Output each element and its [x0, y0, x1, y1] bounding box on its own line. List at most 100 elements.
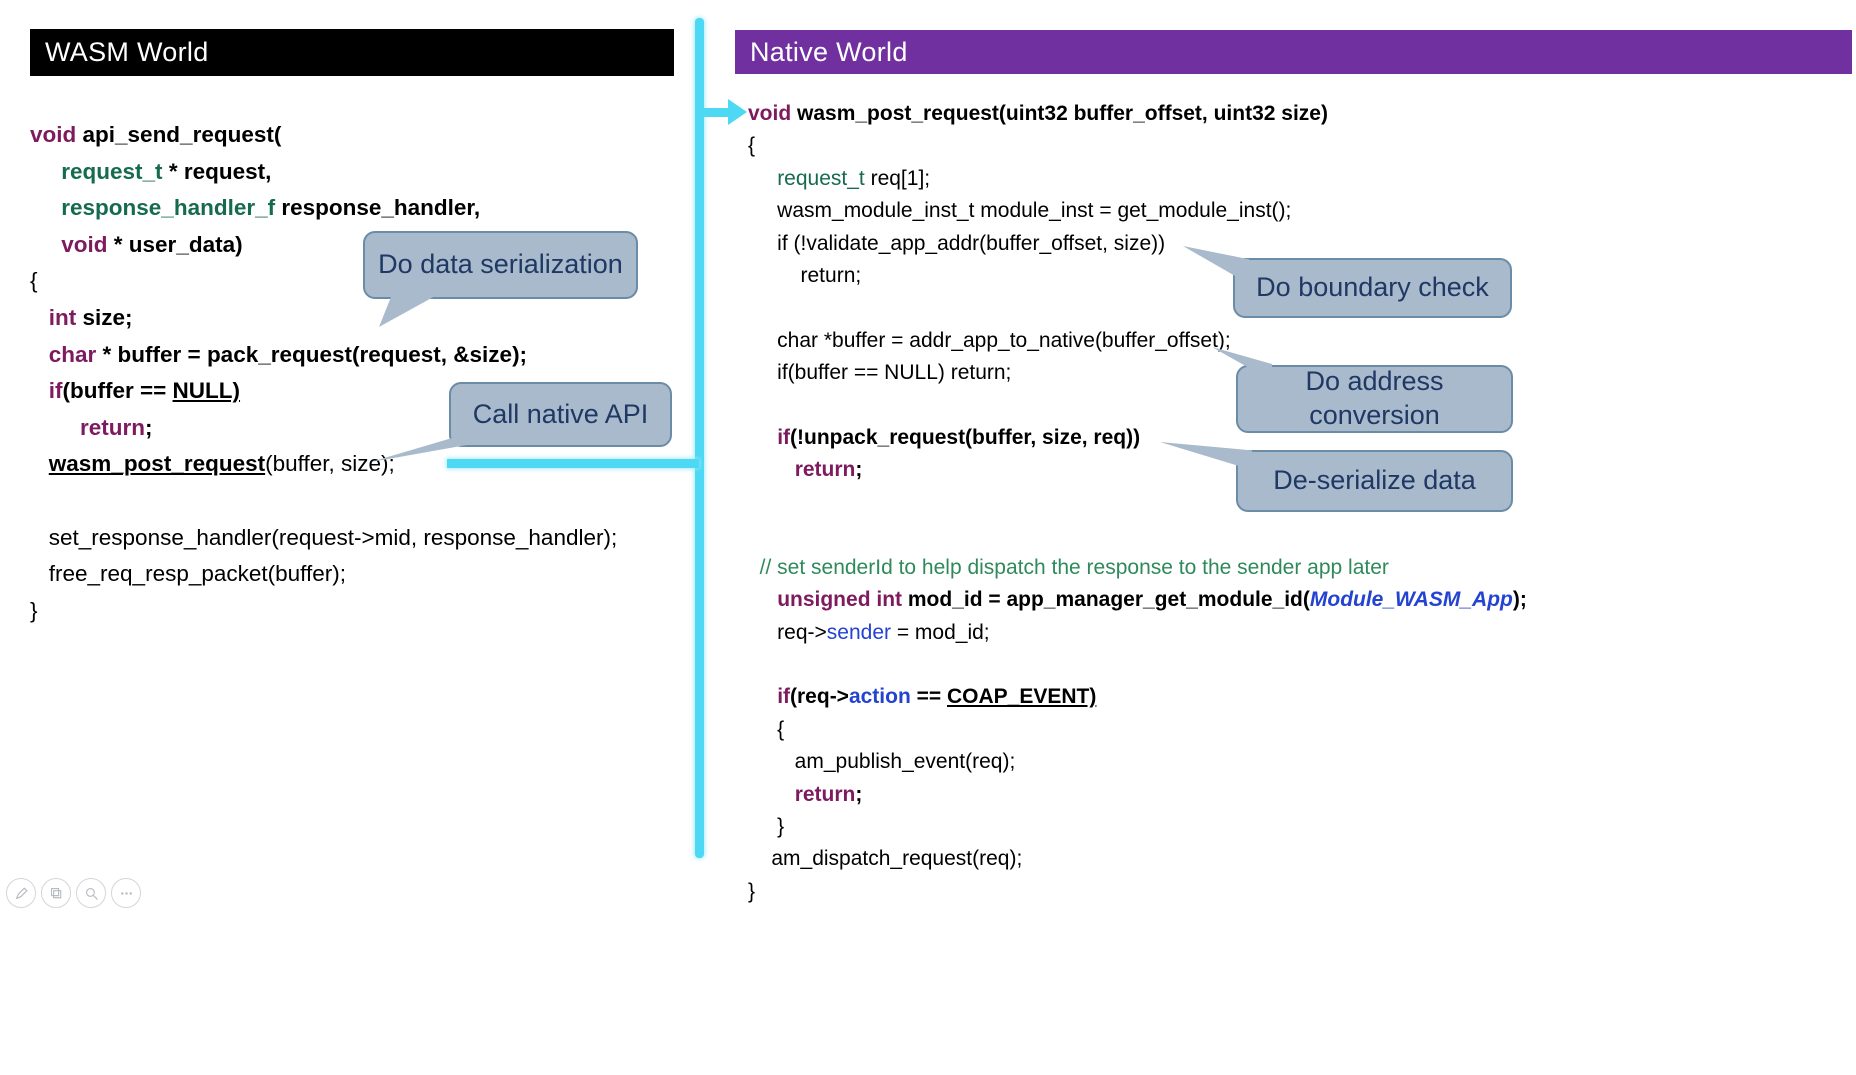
code-line: request_t * request,: [30, 154, 617, 191]
code-line: {: [748, 130, 1527, 162]
presenter-controls: [6, 878, 141, 908]
code-segment: return: [794, 782, 856, 806]
code-segment: free_req_resp_packet(buffer);: [30, 561, 347, 587]
code-line: wasm_post_request(buffer, size);: [30, 446, 617, 483]
code-line: return;: [748, 260, 1527, 292]
code-segment: req[1];: [864, 166, 931, 190]
wasm-world-header: WASM World: [30, 29, 674, 76]
code-line: char * buffer = pack_request(request, &s…: [30, 337, 617, 374]
native-code-block: void wasm_post_request(uint32 buffer_off…: [748, 98, 1527, 908]
code-line: wasm_module_inst_t module_inst = get_mod…: [748, 195, 1527, 227]
code-segment: if: [777, 685, 791, 709]
code-segment: request_t: [777, 166, 865, 190]
code-line: }: [748, 811, 1527, 843]
code-segment: int: [48, 304, 77, 330]
code-segment: request_t: [61, 158, 163, 184]
code-line: [748, 519, 1527, 551]
code-segment: action: [848, 685, 911, 709]
code-segment: am_publish_event(req);: [748, 750, 1016, 774]
code-line: return;: [748, 779, 1527, 811]
code-segment: am_dispatch_request(req);: [748, 847, 1023, 871]
callout-call-native-api: Call native API: [371, 382, 672, 462]
code-segment: char *buffer = addr_app_to_native(buffer…: [748, 328, 1231, 352]
code-segment: NULL): [172, 378, 241, 404]
code-line: am_publish_event(req);: [748, 746, 1527, 778]
code-segment: ;: [145, 414, 153, 440]
code-segment: (req->: [790, 685, 849, 709]
code-segment: wasm_post_request: [48, 451, 266, 477]
code-segment: // set senderId to help dispatch the res…: [748, 555, 1389, 579]
code-segment: * request,: [162, 158, 272, 184]
call-flow-connector: [447, 459, 699, 468]
code-segment: response_handler_f: [61, 195, 276, 221]
code-segment: mod_id = app_manager_get_module_id(: [902, 588, 1310, 612]
code-segment: unsigned int: [777, 588, 903, 612]
code-segment: );: [1512, 588, 1527, 612]
code-segment: (buffer ==: [62, 378, 173, 404]
code-segment: [30, 195, 61, 220]
code-segment: [748, 783, 795, 806]
code-segment: {: [748, 717, 785, 741]
world-divider-line: [695, 18, 704, 858]
native-world-header: Native World: [735, 30, 1852, 74]
callout-label: Call native API: [472, 398, 649, 429]
callout-do-address-conversion: Do address conversion: [1212, 347, 1513, 433]
code-line: set_response_handler(request->mid, respo…: [30, 520, 617, 557]
code-segment: }: [748, 814, 785, 838]
code-segment: {: [748, 134, 756, 158]
code-segment: [748, 685, 777, 708]
code-segment: * buffer = pack_request(request, &size);: [96, 341, 528, 367]
code-segment: char: [48, 341, 97, 367]
callout-do-data-serialization: Do data serialization: [363, 231, 638, 327]
code-segment: [30, 378, 49, 403]
code-line: unsigned int mod_id = app_manager_get_mo…: [748, 584, 1527, 616]
code-line: {: [748, 714, 1527, 746]
pen-icon[interactable]: [6, 878, 36, 908]
wasm-code-block: void api_send_request( request_t * reque…: [30, 117, 617, 629]
code-segment: [748, 167, 777, 190]
callout-label: Do data serialization: [378, 249, 623, 280]
code-segment: [748, 588, 777, 611]
code-segment: req->: [748, 620, 827, 644]
code-segment: if(buffer == NULL) return;: [748, 361, 1012, 385]
code-segment: return: [80, 414, 146, 440]
code-line: free_req_resp_packet(buffer);: [30, 556, 617, 593]
callout-de-serialize-data: De-serialize data: [1160, 442, 1513, 512]
code-line: // set senderId to help dispatch the res…: [748, 552, 1527, 584]
code-segment: ;: [855, 458, 863, 482]
code-line: if(buffer == NULL): [30, 373, 617, 410]
code-segment: * user_data): [107, 231, 243, 257]
code-segment: api_send_request(: [76, 122, 282, 147]
code-segment: (!unpack_request(buffer, size, req)): [790, 426, 1141, 450]
code-segment: if: [48, 378, 63, 404]
code-line: if (!validate_app_addr(buffer_offset, si…: [748, 228, 1527, 260]
zoom-icon[interactable]: [76, 878, 106, 908]
code-segment: void: [30, 122, 77, 147]
callout-label: De-serialize data: [1273, 465, 1476, 496]
code-segment: void: [61, 231, 108, 257]
code-line: response_handler_f response_handler,: [30, 190, 617, 227]
code-segment: [748, 426, 777, 449]
more-options-icon[interactable]: [111, 878, 141, 908]
code-line: char *buffer = addr_app_to_native(buffer…: [748, 325, 1527, 357]
code-segment: COAP_EVENT): [947, 685, 1097, 709]
code-segment: ;: [855, 782, 863, 806]
code-segment: [30, 451, 49, 476]
code-segment: [30, 159, 61, 184]
code-segment: return;: [748, 264, 862, 288]
code-segment: void: [748, 102, 792, 125]
call-flow-arrow-segment: [700, 108, 730, 117]
callout-label: Do boundary check: [1256, 272, 1489, 303]
code-line: [748, 649, 1527, 681]
code-line: {: [30, 263, 617, 300]
code-segment: if (!validate_app_addr(buffer_offset, si…: [748, 231, 1166, 255]
code-line: }: [30, 593, 617, 630]
code-line: void * user_data): [30, 227, 617, 264]
callout-do-boundary-check: Do boundary check: [1183, 246, 1512, 318]
code-line: void wasm_post_request(uint32 buffer_off…: [748, 98, 1527, 130]
code-line: }: [748, 876, 1527, 908]
code-segment: [30, 305, 49, 330]
code-line: am_dispatch_request(req);: [748, 843, 1527, 875]
highlighter-icon[interactable]: [41, 878, 71, 908]
